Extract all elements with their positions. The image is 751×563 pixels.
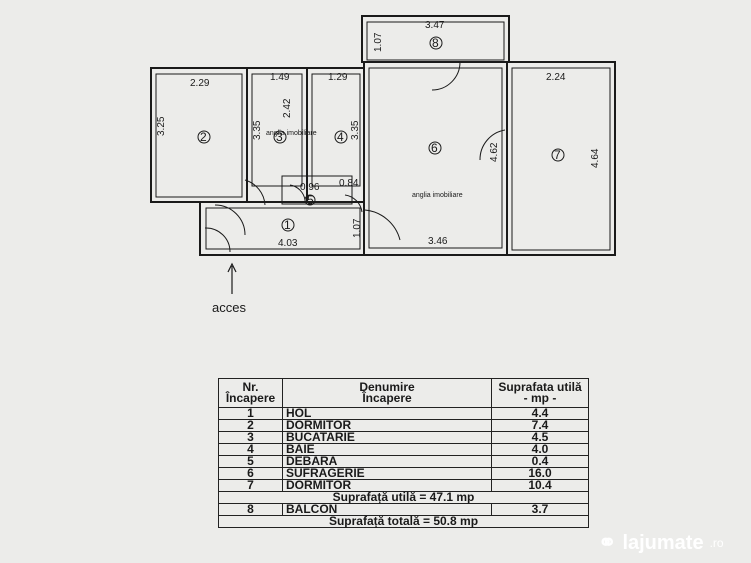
row-name: DORMITOR <box>282 419 492 432</box>
r6-side-label: 4.62 <box>489 142 500 162</box>
rooms-table: Nr. Încapere Denumire Încapere Suprafata… <box>218 378 589 528</box>
header-area: Suprafata utilă - mp - <box>491 378 589 408</box>
debara-width-label: 0.96 <box>300 182 320 193</box>
balcony-width-label: 3.47 <box>425 20 445 31</box>
room-number-6: 6 <box>431 141 438 155</box>
room-number-4: 4 <box>337 130 344 144</box>
row-name: HOL <box>282 407 492 420</box>
logo-text: lajumate <box>622 531 704 554</box>
r7-width-label: 2.24 <box>546 72 566 83</box>
table-row: 6 SUFRAGERIE 16.0 <box>218 467 589 480</box>
grand-total-row: Suprafață totală = 50.8 mp <box>218 515 589 528</box>
grand-total: Suprafață totală = 50.8 mp <box>218 515 589 528</box>
balcony-depth-label: 1.07 <box>373 32 384 52</box>
r6-width-label: 3.46 <box>428 236 448 247</box>
row-area: 3.7 <box>491 503 589 516</box>
table-header: Nr. Încapere Denumire Încapere Suprafata… <box>218 378 589 408</box>
watermark-2: anglia imobiliare <box>412 192 463 199</box>
r2-height-label: 3.25 <box>156 116 167 136</box>
row-name: BUCATARIE <box>282 431 492 444</box>
access-arrow <box>227 262 237 294</box>
r3-width-label: 1.49 <box>270 72 290 83</box>
room-number-3: 3 <box>276 130 283 144</box>
header-number: Nr. Încapere <box>218 378 283 408</box>
room-markers <box>197 36 565 232</box>
handshake-icon: ⚭ <box>598 530 617 555</box>
row-number: 7 <box>218 479 283 492</box>
room-number-2: 2 <box>200 130 207 144</box>
r4-height-label: 3.35 <box>350 120 361 140</box>
logo-tld: .ro <box>709 536 724 550</box>
hol-width-label: 4.03 <box>278 238 298 249</box>
useful-total-row: Suprafață utilă = 47.1 mp <box>218 491 589 504</box>
debara-depth-label: 0.84 <box>339 178 359 189</box>
hol-step-label: 1.07 <box>352 218 363 238</box>
useful-total: Suprafață utilă = 47.1 mp <box>218 491 589 504</box>
r3-height-label: 3.35 <box>252 120 263 140</box>
walls <box>150 15 616 256</box>
room-number-7: 7 <box>554 148 561 162</box>
row-area: 10.4 <box>491 479 589 492</box>
watermark-1: anglia imobiliare <box>266 130 317 137</box>
r3-inner-label: 2.42 <box>282 98 293 118</box>
table-row: 3 BUCATARIE 4.5 <box>218 431 589 444</box>
header-name: Denumire Încapere <box>282 378 492 408</box>
table-row: 2 DORMITOR 7.4 <box>218 419 589 432</box>
row-area: 4.4 <box>491 407 589 420</box>
access-label: acces <box>212 300 246 315</box>
doors <box>204 61 506 253</box>
r4-width-label: 1.29 <box>328 72 348 83</box>
room-number-8: 8 <box>432 36 439 50</box>
row-area: 7.4 <box>491 419 589 432</box>
floor-plan: 2.29 3.25 1.49 3.35 2.42 1.29 3.35 0.96 … <box>150 15 616 315</box>
lajumate-logo[interactable]: ⚭ lajumate .ro <box>598 530 724 556</box>
table-row: 7 DORMITOR 10.4 <box>218 479 589 492</box>
room-number-5: 5 <box>307 193 314 207</box>
row-number: 8 <box>218 503 283 516</box>
room-number-1: 1 <box>284 218 291 232</box>
r2-width-label: 2.29 <box>190 78 210 89</box>
row-area: 0.4 <box>491 455 589 468</box>
r7-height-label: 4.64 <box>590 148 601 168</box>
row-area: 4.5 <box>491 431 589 444</box>
